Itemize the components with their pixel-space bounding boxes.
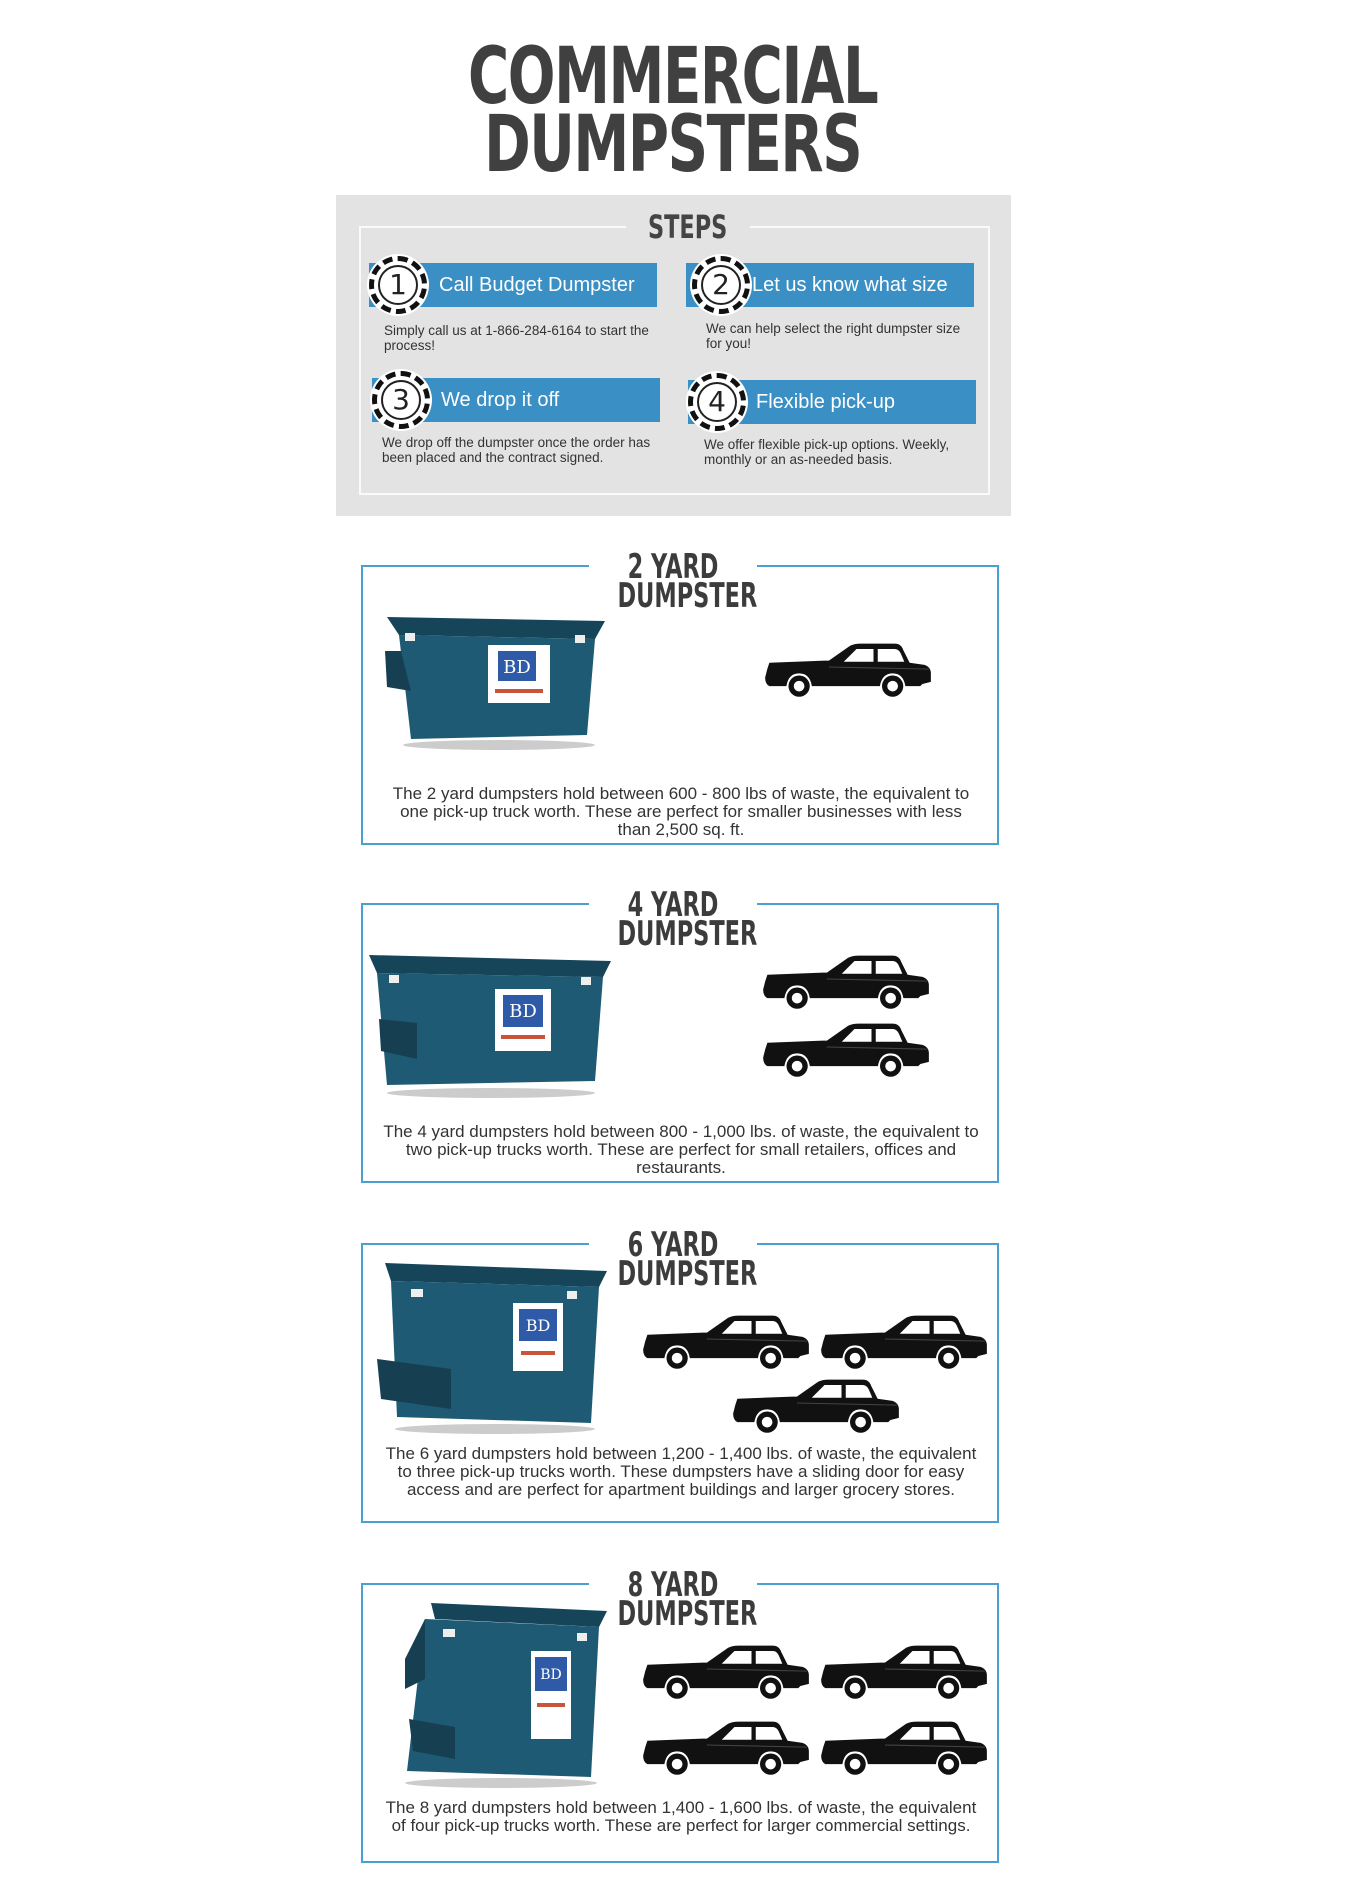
step-2-label: Let us know what size xyxy=(752,274,948,296)
dumpster-icon: BD xyxy=(405,1603,607,1788)
section-kind-title: DUMPSTER xyxy=(617,576,758,616)
step-2-description: We can help select the right dumpster si… xyxy=(706,321,961,351)
pickup-truck-icon xyxy=(641,1715,811,1775)
section-6-yard: 6 YARD DUMPSTER BD The 6 yard dumpsters … xyxy=(361,1228,999,1523)
section-description: The 2 yard dumpsters hold between 600 - … xyxy=(392,784,970,839)
section-4-yard: 4 YARD DUMPSTER BD The 4 yard dumpsters … xyxy=(361,888,999,1183)
svg-text:BD: BD xyxy=(509,1001,537,1022)
step-3-label: We drop it off xyxy=(441,389,560,411)
section-description: The 4 yard dumpsters hold between 800 - … xyxy=(383,1122,979,1177)
step-2-number: 2 xyxy=(701,265,741,305)
step-4-number: 4 xyxy=(697,382,737,422)
step-4-description: We offer flexible pick-up options. Weekl… xyxy=(704,437,950,467)
section-size-title: 6 YARD xyxy=(627,1225,719,1265)
section-kind-title: DUMPSTER xyxy=(617,1594,758,1634)
pickup-truck-icon xyxy=(819,1639,989,1699)
page-title-line-2: DUMPSTERS xyxy=(484,100,863,190)
section-kind-title: DUMPSTER xyxy=(617,1254,758,1294)
svg-text:BD: BD xyxy=(540,1667,562,1683)
steps-heading: STEPS xyxy=(648,208,728,246)
pickup-truck-icon xyxy=(819,1715,989,1775)
step-3-number: 3 xyxy=(381,380,421,420)
step-3-description: We drop off the dumpster once the order … xyxy=(382,435,651,465)
step-1-badge: 1 xyxy=(369,256,427,314)
step-3-bar: 3 We drop it off xyxy=(372,371,660,429)
section-size-title: 4 YARD xyxy=(627,885,719,925)
section-description: The 8 yard dumpsters hold between 1,400 … xyxy=(385,1798,977,1835)
svg-text:BD: BD xyxy=(526,1316,551,1335)
pickup-truck-icon xyxy=(819,1309,989,1369)
section-size-title: 8 YARD xyxy=(627,1565,719,1605)
section-title-wrap: 4 YARD DUMPSTER xyxy=(589,885,758,954)
section-kind-title: DUMPSTER xyxy=(617,914,758,954)
dumpster-icon: BD xyxy=(377,1263,607,1434)
pickup-truck-icon xyxy=(761,949,931,1009)
section-title-wrap: 6 YARD DUMPSTER xyxy=(589,1225,758,1294)
steps-panel: STEPS 1 Call Budget Dumpster Simply call… xyxy=(336,195,1011,516)
step-1-description: Simply call us at 1-866-284-6164 to star… xyxy=(384,323,649,353)
section-2-yard: 2 YARD DUMPSTER BD The 2 yard dumpsters … xyxy=(361,550,999,845)
pickup-truck-icon xyxy=(641,1639,811,1699)
step-4-bar: 4 Flexible pick-up xyxy=(688,373,976,431)
pickup-truck-icon xyxy=(731,1373,901,1433)
step-2-bar: 2 Let us know what size xyxy=(686,256,974,314)
step-4-label: Flexible pick-up xyxy=(756,391,895,413)
section-title-wrap: 2 YARD DUMPSTER xyxy=(589,547,758,616)
section-title-wrap: 8 YARD DUMPSTER xyxy=(589,1565,758,1634)
dumpster-icon: BD xyxy=(385,617,605,750)
pickup-truck-icon xyxy=(761,1017,931,1077)
pickup-truck-icon xyxy=(763,637,933,697)
step-4-badge: 4 xyxy=(688,373,746,431)
dumpster-icon: BD xyxy=(369,955,611,1098)
step-1-label: Call Budget Dumpster xyxy=(439,274,635,296)
steps-heading-wrap: STEPS xyxy=(626,207,750,247)
step-2-badge: 2 xyxy=(692,256,750,314)
step-3-badge: 3 xyxy=(372,371,430,429)
section-8-yard: 8 YARD DUMPSTER BD The 8 yard dumpsters … xyxy=(361,1568,999,1863)
step-1-number: 1 xyxy=(378,265,418,305)
section-description: The 6 yard dumpsters hold between 1,200 … xyxy=(385,1444,977,1499)
step-1-bar: 1 Call Budget Dumpster xyxy=(369,256,657,314)
page-title-line-1: COMMERCIAL xyxy=(467,32,879,122)
pickup-truck-icon xyxy=(641,1309,811,1369)
section-size-title: 2 YARD xyxy=(627,547,719,587)
svg-text:BD: BD xyxy=(503,657,531,678)
